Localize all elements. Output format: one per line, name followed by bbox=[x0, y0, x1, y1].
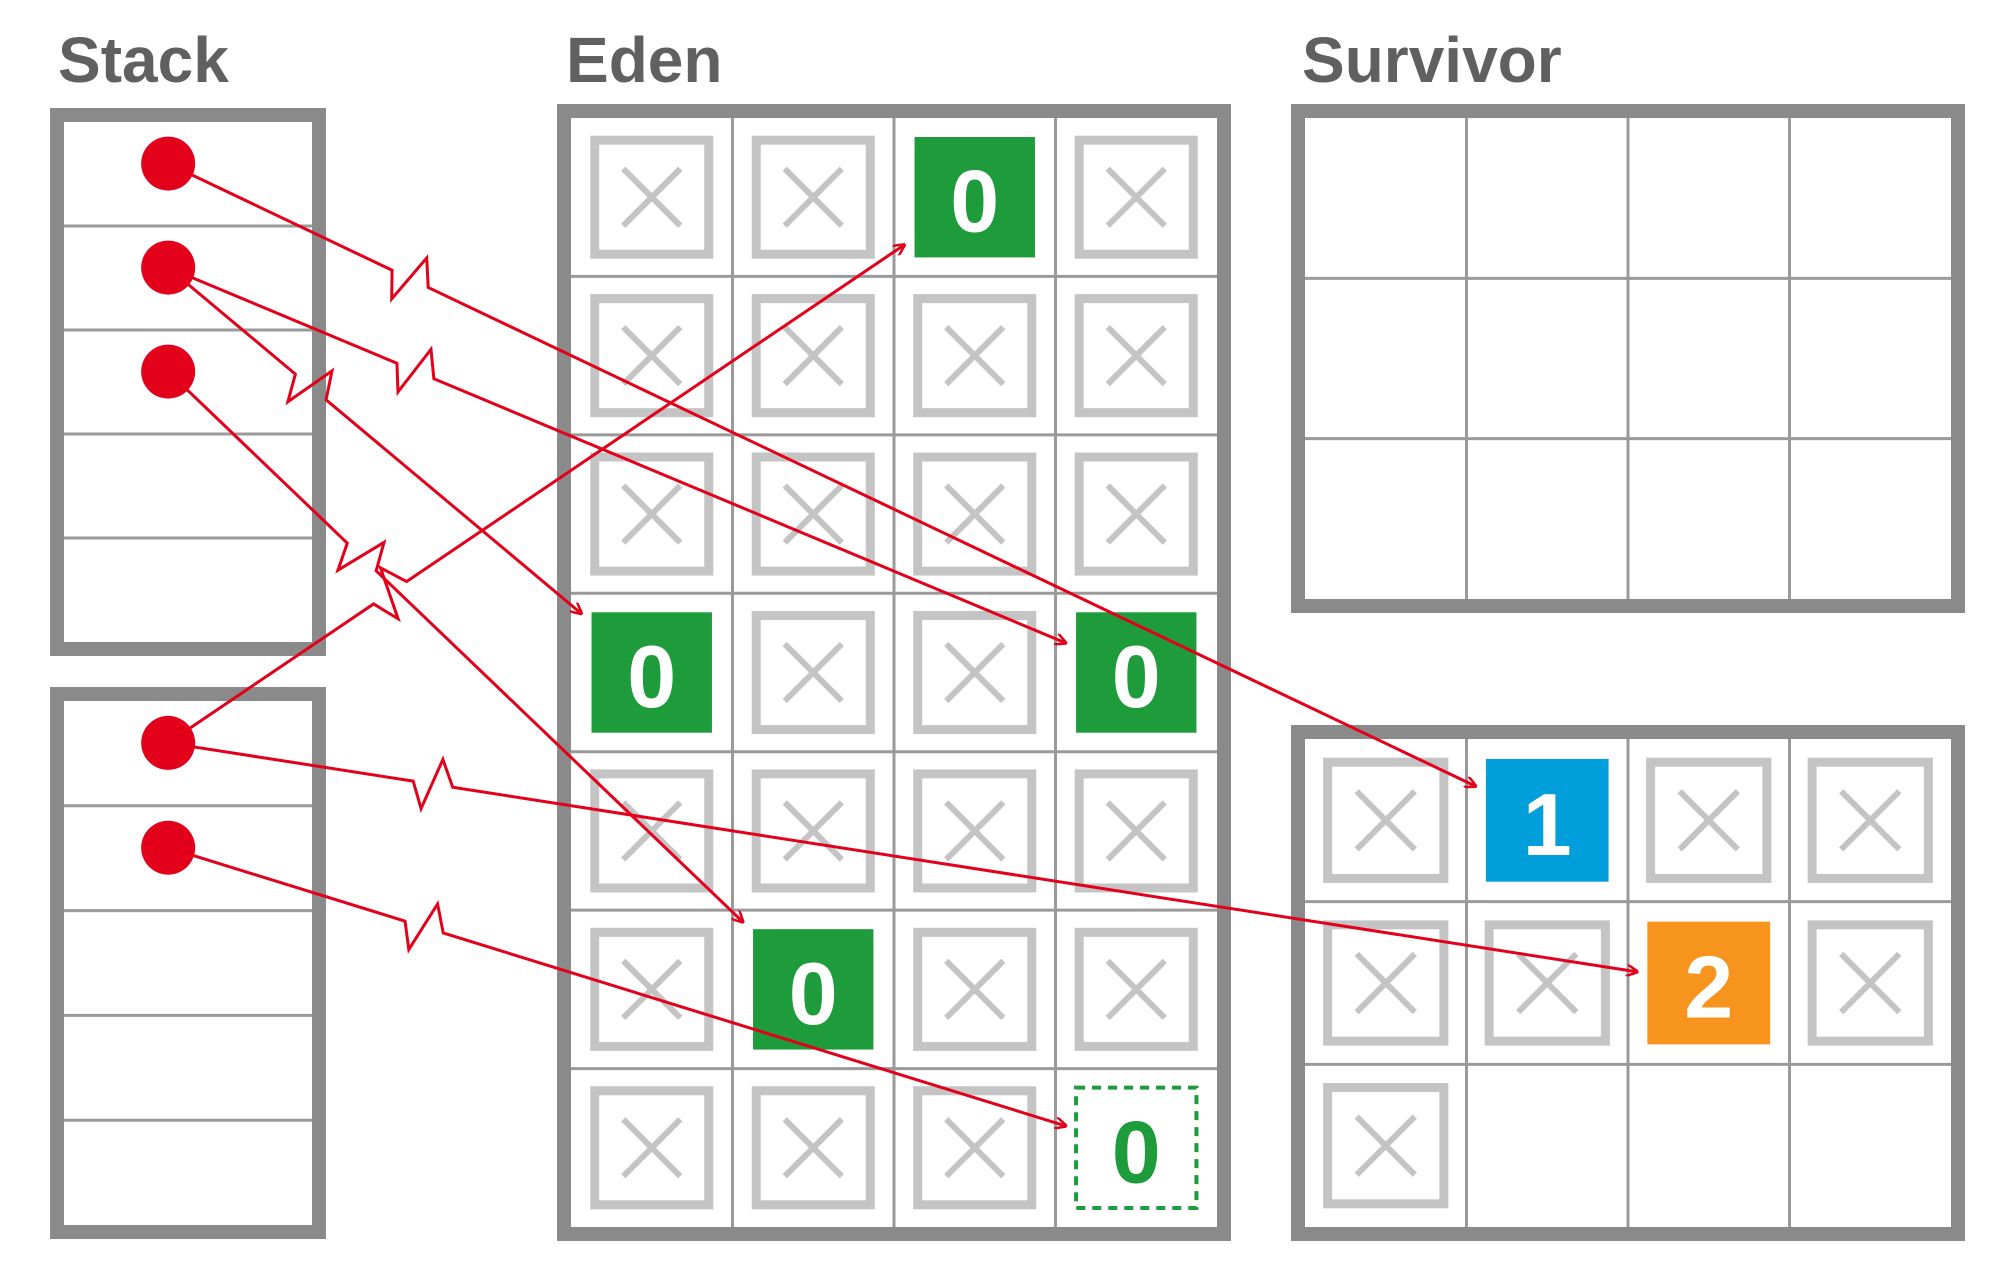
stack-pointer-dot bbox=[141, 344, 196, 399]
cross-icon bbox=[1839, 951, 1902, 1015]
cross-icon bbox=[621, 483, 683, 545]
reference-arrow bbox=[167, 266, 1066, 644]
cross-icon bbox=[621, 325, 683, 387]
stack-frame-2-frame bbox=[50, 687, 326, 1239]
live-object-cell: 0 bbox=[591, 612, 712, 733]
stack-pointer-dot bbox=[141, 136, 196, 191]
new-object-cell: 0 bbox=[1074, 1085, 1199, 1210]
collected-object-cell bbox=[913, 610, 1037, 735]
collected-object-cell bbox=[913, 769, 1037, 893]
collected-object-cell bbox=[1807, 757, 1933, 883]
cross-icon bbox=[621, 800, 683, 862]
collected-object-cell bbox=[1807, 920, 1933, 1046]
cross-icon bbox=[782, 800, 844, 862]
collected-object-cell bbox=[1074, 927, 1198, 1051]
live-object-cell: 0 bbox=[1076, 612, 1197, 733]
collected-object-cell bbox=[1074, 135, 1198, 259]
reference-arrow bbox=[167, 370, 743, 923]
live-object-cell: 0 bbox=[753, 929, 874, 1050]
collected-object-cell bbox=[590, 294, 714, 418]
collected-object-cell bbox=[590, 927, 714, 1051]
stack-pointer-dot bbox=[141, 240, 196, 295]
memory-regions bbox=[50, 104, 1965, 1241]
cross-icon bbox=[1677, 789, 1740, 852]
reference-arrows bbox=[167, 162, 1637, 1126]
object-cells: 0 0 0 0 0 1 2 bbox=[590, 135, 1933, 1210]
object-age-label: 0 bbox=[950, 152, 999, 251]
collected-object-cell bbox=[590, 1086, 714, 1210]
cross-icon bbox=[1105, 483, 1167, 545]
stack-pointer-dot bbox=[141, 820, 196, 875]
object-age-label: 1 bbox=[1523, 775, 1572, 874]
collected-object-cell bbox=[913, 927, 1037, 1051]
reference-arrow bbox=[167, 266, 581, 614]
cross-icon bbox=[1105, 800, 1167, 862]
cross-icon bbox=[1354, 951, 1417, 1015]
collected-object-cell bbox=[913, 1086, 1037, 1210]
eden-title: Eden bbox=[566, 24, 722, 96]
collected-object-cell bbox=[913, 294, 1037, 418]
object-age-label: 0 bbox=[1112, 1102, 1161, 1201]
stack-pointer-dot bbox=[141, 715, 196, 770]
cross-icon bbox=[1516, 951, 1579, 1015]
cross-icon bbox=[1354, 789, 1417, 852]
cross-icon bbox=[944, 641, 1006, 704]
reference-arrow bbox=[167, 741, 1637, 972]
object-age-label: 0 bbox=[627, 627, 676, 726]
cross-icon bbox=[1354, 1114, 1417, 1177]
object-age-label: 2 bbox=[1684, 938, 1733, 1037]
collected-object-cell bbox=[751, 1086, 875, 1210]
stack-frame-1-frame bbox=[50, 108, 326, 656]
survivor-used-frame bbox=[1291, 725, 1965, 1241]
cross-icon bbox=[944, 800, 1006, 862]
cross-icon bbox=[782, 641, 844, 704]
cross-icon bbox=[782, 166, 844, 228]
collected-object-cell bbox=[751, 769, 875, 893]
collected-object-cell bbox=[1646, 757, 1772, 883]
survivor-title: Survivor bbox=[1302, 24, 1562, 96]
stack-title: Stack bbox=[58, 24, 229, 96]
collected-object-cell bbox=[751, 294, 875, 418]
cross-icon bbox=[1839, 789, 1902, 852]
cross-icon bbox=[1105, 166, 1167, 228]
cross-icon bbox=[782, 325, 844, 387]
live-object-cell: 1 bbox=[1485, 758, 1609, 882]
reference-arrow bbox=[167, 846, 1066, 1126]
cross-icon bbox=[782, 1117, 844, 1179]
collected-object-cell bbox=[1323, 757, 1449, 883]
cross-icon bbox=[621, 1117, 683, 1179]
stack-pointers bbox=[141, 136, 196, 875]
collected-object-cell bbox=[751, 610, 875, 735]
cross-icon bbox=[1105, 325, 1167, 387]
cross-icon bbox=[944, 958, 1006, 1020]
collected-object-cell bbox=[1323, 920, 1449, 1046]
reference-arrow bbox=[167, 245, 904, 745]
cross-icon bbox=[944, 325, 1006, 387]
live-object-cell: 2 bbox=[1647, 921, 1771, 1045]
object-age-label: 0 bbox=[789, 944, 838, 1043]
cross-icon bbox=[621, 958, 683, 1020]
collected-object-cell bbox=[751, 135, 875, 259]
live-object-cell: 0 bbox=[914, 137, 1035, 258]
object-age-label: 0 bbox=[1112, 627, 1161, 726]
collected-object-cell bbox=[1323, 1083, 1449, 1209]
collected-object-cell bbox=[1074, 452, 1198, 576]
collected-object-cell bbox=[1484, 920, 1610, 1046]
collected-object-cell bbox=[913, 452, 1037, 576]
eden-frame bbox=[557, 104, 1231, 1241]
cross-icon bbox=[621, 166, 683, 228]
collected-object-cell bbox=[590, 452, 714, 576]
cross-icon bbox=[1105, 958, 1167, 1020]
cross-icon bbox=[944, 1117, 1006, 1179]
reference-arrow bbox=[167, 162, 1476, 787]
collected-object-cell bbox=[590, 769, 714, 893]
collected-object-cell bbox=[590, 135, 714, 259]
collected-object-cell bbox=[1074, 294, 1198, 418]
cross-icon bbox=[944, 483, 1006, 545]
survivor-empty-frame bbox=[1291, 104, 1965, 613]
cross-icon bbox=[782, 483, 844, 545]
collected-object-cell bbox=[1074, 769, 1198, 893]
